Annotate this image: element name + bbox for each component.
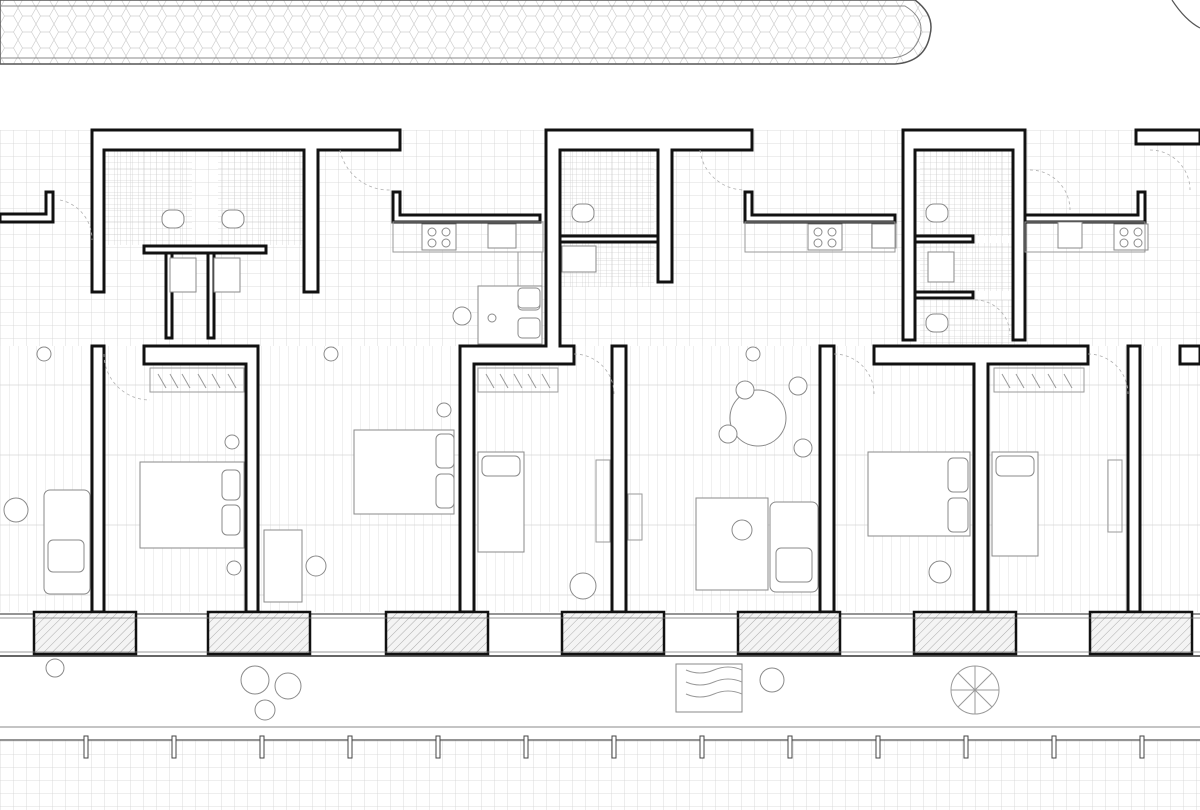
facade-piers <box>32 610 1194 656</box>
railing-post <box>259 735 265 759</box>
sink-icon <box>169 221 1083 293</box>
plant-icon <box>240 572 1000 721</box>
wardrobe-icon <box>149 367 1085 393</box>
bed-icon <box>139 429 1039 557</box>
railing-post <box>1139 735 1145 759</box>
railing-post <box>875 735 881 759</box>
railing-post <box>435 735 441 759</box>
table-icon <box>263 285 787 603</box>
window-frames <box>0 617 1200 653</box>
railing-post <box>83 735 89 759</box>
door-swings <box>59 149 1191 401</box>
toilet-icon <box>161 203 949 333</box>
column-icon <box>36 346 761 362</box>
lamp-icon <box>3 402 1123 584</box>
railing-post <box>347 735 353 759</box>
railing-post <box>611 735 617 759</box>
railing-post <box>1051 735 1057 759</box>
railing-post <box>787 735 793 759</box>
chair-icon <box>45 306 813 678</box>
sofa-icon <box>43 287 819 595</box>
railing-post <box>523 735 529 759</box>
railing <box>83 735 1145 759</box>
top-planter <box>0 0 1200 65</box>
railing-post <box>171 735 177 759</box>
bottom-planter <box>0 740 1200 810</box>
walls <box>0 128 1200 614</box>
railing-post <box>963 735 969 759</box>
railing-post <box>699 735 705 759</box>
cooktop-icon <box>421 223 1149 251</box>
rug-icon <box>675 663 743 713</box>
